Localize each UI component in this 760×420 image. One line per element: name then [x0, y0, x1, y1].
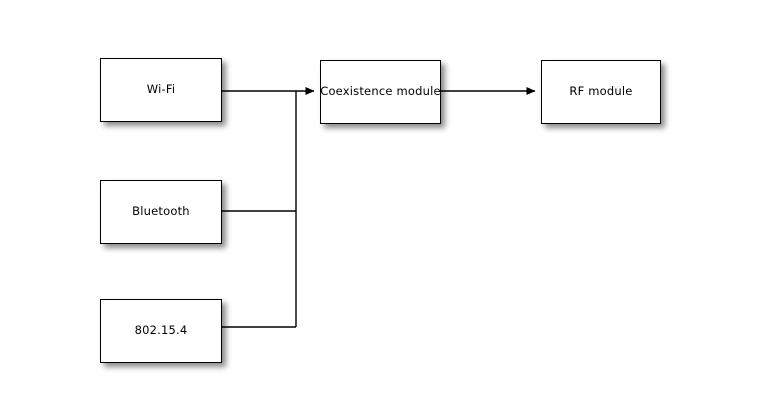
node-wifi[interactable]: Wi-Fi: [100, 58, 222, 122]
node-802-15-4-label: 802.15.4: [134, 323, 188, 338]
node-bluetooth-label: Bluetooth: [132, 204, 190, 219]
node-wifi-label: Wi-Fi: [146, 82, 176, 97]
node-802-15-4[interactable]: 802.15.4: [100, 299, 222, 363]
node-bluetooth[interactable]: Bluetooth: [100, 180, 222, 244]
node-rf-module-label: RF module: [569, 84, 633, 99]
node-coexistence-module[interactable]: Coexistence module: [320, 60, 441, 124]
node-coexistence-module-label: Coexistence module: [320, 84, 441, 99]
node-rf-module[interactable]: RF module: [541, 60, 661, 124]
